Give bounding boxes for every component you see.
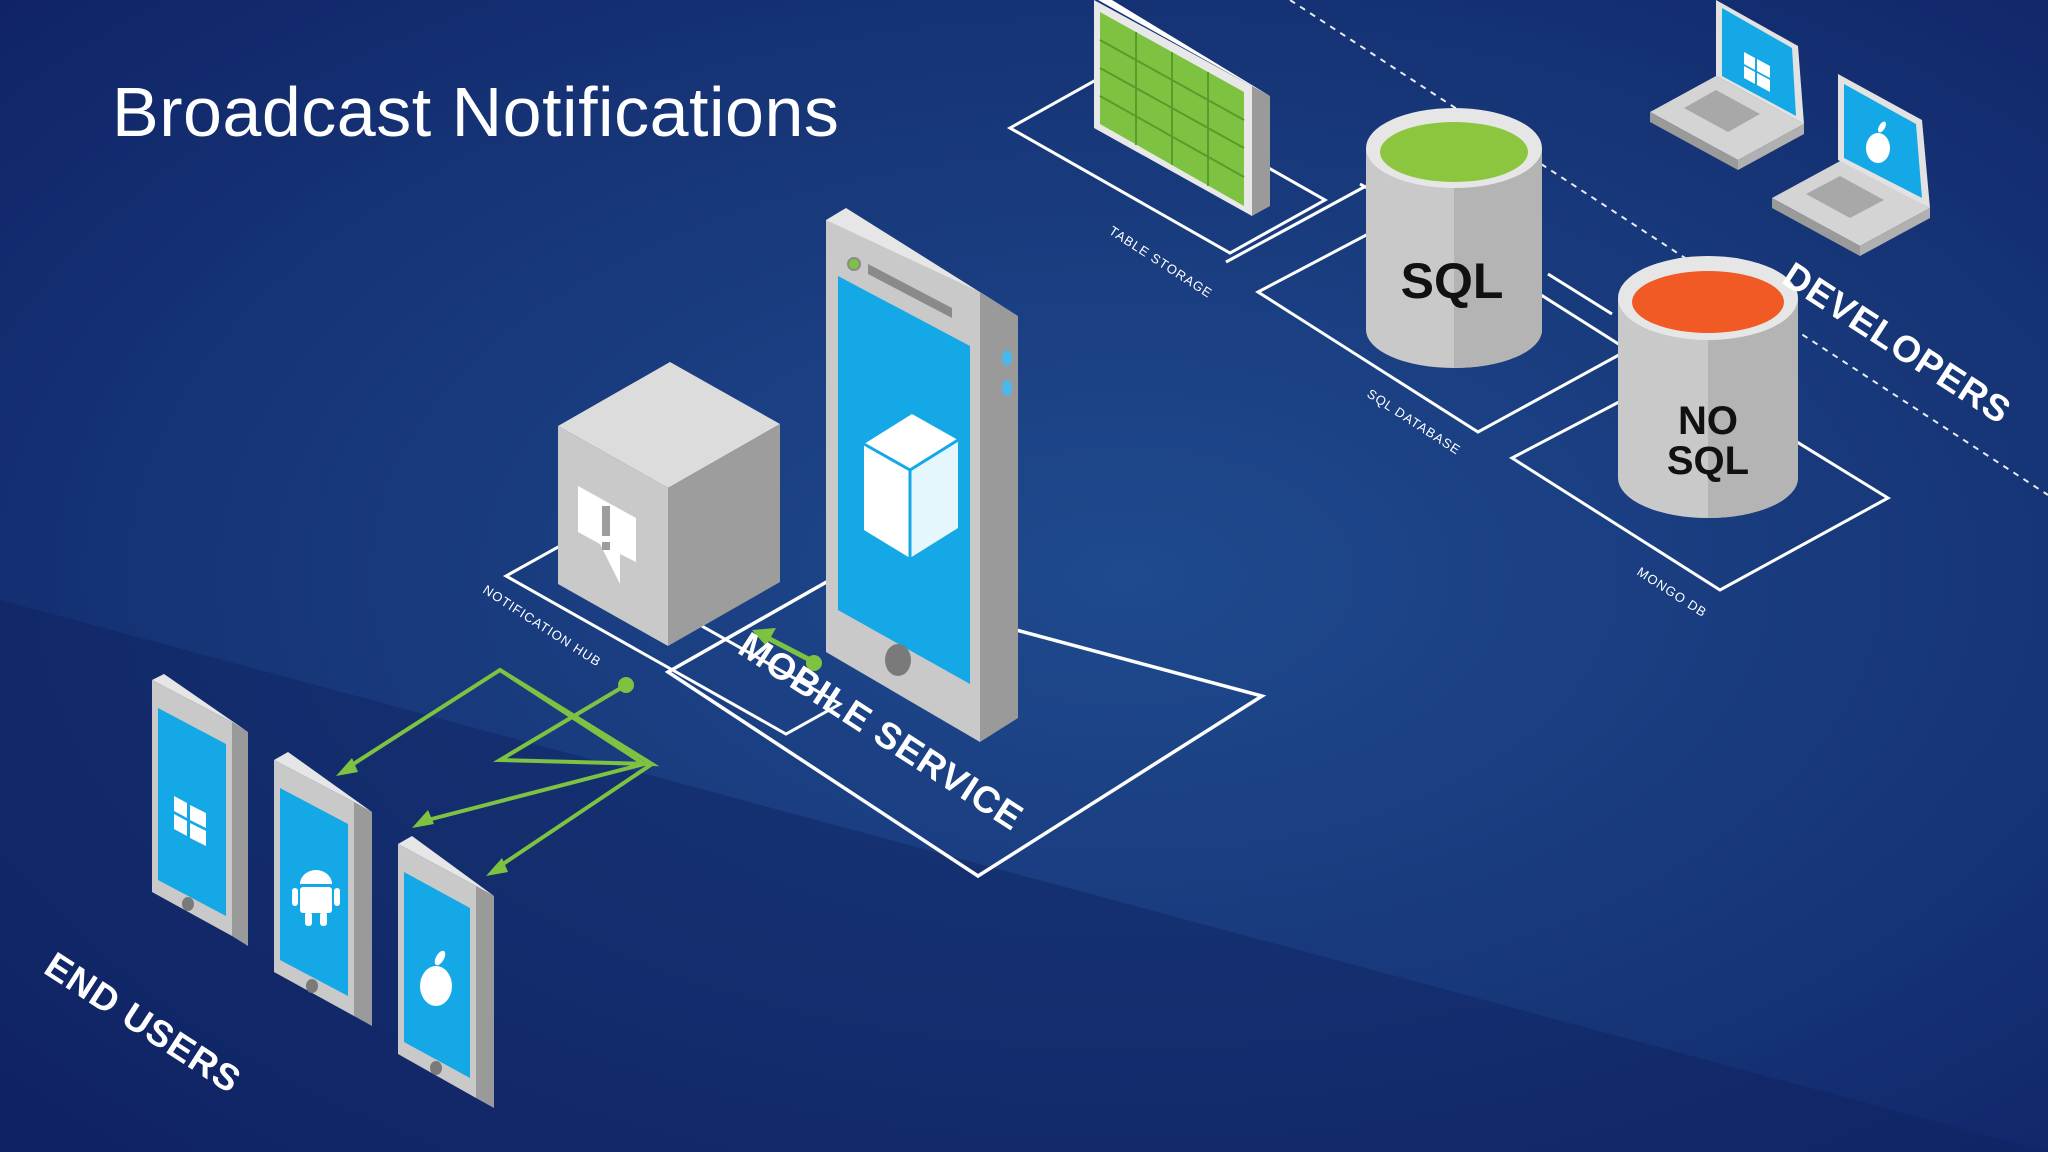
connector-line [1547, 272, 1613, 316]
phone-side [476, 886, 494, 1108]
apple-icon [1866, 121, 1890, 163]
table-storage-tablet-side [1252, 86, 1270, 216]
windows-icon [174, 796, 206, 846]
phone-home-button [430, 1061, 442, 1075]
end-user-phone-windows [152, 674, 248, 946]
nosql-cylinder-shade [1708, 298, 1798, 518]
mobile-service-footprint [664, 578, 1267, 879]
broadcast-arrowheads [336, 677, 634, 876]
cube-icon [863, 414, 959, 558]
laptop-base-edge [1772, 198, 1860, 256]
phone-home-button [182, 897, 194, 911]
sql-cylinder-top [1380, 122, 1528, 182]
mongo-db: NO SQL MONGO DB [1509, 256, 1891, 620]
broadcast-path [419, 668, 649, 824]
arrowhead [336, 758, 358, 776]
phone-speaker [868, 264, 952, 318]
mobile-service-phone-top [826, 208, 1018, 316]
background-band [0, 600, 2048, 1152]
end-user-phone-apple [398, 836, 494, 1108]
connector-line [1225, 184, 1367, 264]
windows-icon [1744, 52, 1770, 92]
phone-top [152, 674, 248, 732]
notification-hub-cube-side [668, 424, 780, 646]
phone-side [354, 802, 372, 1026]
phone-side [232, 722, 248, 946]
alert-bubble-icon [578, 486, 636, 584]
sql-cylinder-shade [1454, 148, 1542, 368]
sql-database: SQL SQL DATABASE [1225, 108, 1631, 458]
apple-icon [420, 950, 452, 1006]
phone-camera [847, 257, 861, 271]
developer-laptop-windows [1650, 0, 1804, 170]
laptop-base-edge [1860, 208, 1930, 256]
broadcast-origin [618, 677, 634, 693]
laptop-keyboard [1684, 90, 1760, 132]
arrowhead [412, 810, 434, 828]
broadcast-path [492, 762, 654, 872]
broadcast-arrows [342, 667, 660, 872]
sql-label: SQL [1401, 253, 1504, 309]
hub-arrow [752, 628, 822, 671]
laptop-base-edge [1738, 124, 1804, 170]
notification-hub-footprint [502, 544, 844, 736]
phone-top [398, 836, 494, 896]
table-storage-grid-lines [1099, 32, 1245, 186]
notification-hub-cube-top [558, 362, 780, 488]
arrowhead [486, 858, 508, 876]
laptop-base-edge [1650, 112, 1738, 170]
phone-home-button [306, 979, 318, 993]
page-title: Broadcast Notifications [112, 73, 840, 151]
nosql-cylinder-top [1632, 271, 1784, 333]
nosql-label-line1: NO [1678, 399, 1738, 443]
phone-home-button [885, 644, 911, 676]
android-icon [292, 870, 340, 926]
phone-top [274, 752, 372, 812]
laptop-keyboard [1806, 176, 1884, 218]
nosql-label-line2: SQL [1667, 439, 1749, 483]
table-storage-tablet-frame [1098, 0, 1270, 96]
phone-side-button [1002, 380, 1012, 396]
developer-laptop-apple [1772, 74, 1930, 256]
phone-side-button [1002, 350, 1012, 366]
end-user-phone-android [274, 752, 372, 1026]
table-storage-footprint [1006, 73, 1329, 255]
mobile-service-phone-side [980, 292, 1018, 742]
